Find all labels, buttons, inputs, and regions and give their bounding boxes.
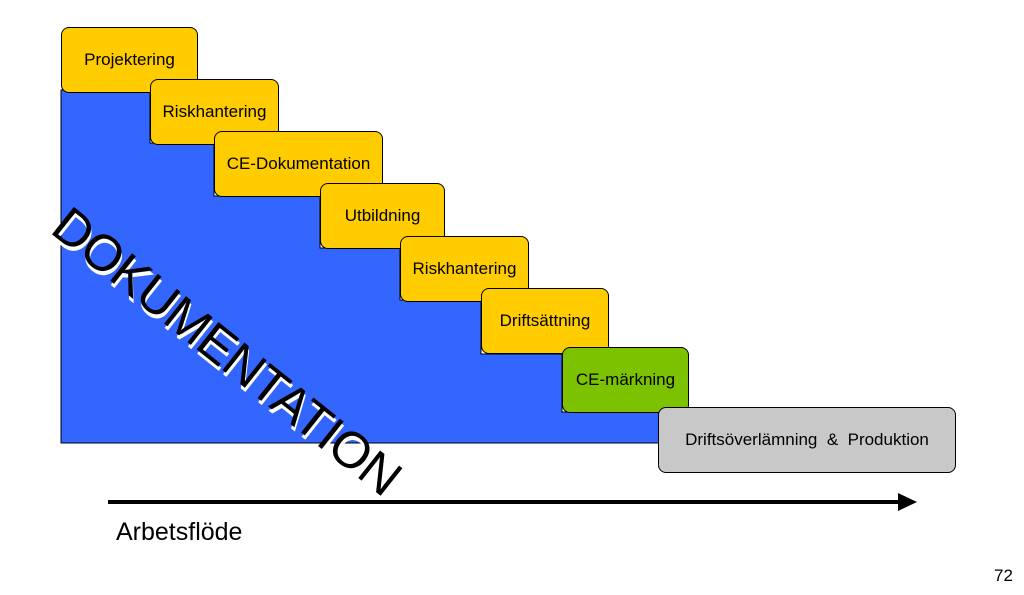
process-step: Projektering: [61, 27, 198, 93]
workflow-arrow-head: [898, 493, 917, 511]
process-step: Driftsöverlämning & Produktion: [658, 407, 956, 473]
workflow-label: Arbetsflöde: [116, 518, 243, 546]
process-step: CE-Dokumentation: [214, 131, 383, 197]
process-step: CE-märkning: [562, 347, 689, 413]
process-step: Driftsättning: [481, 288, 609, 354]
page-number: 72: [994, 566, 1013, 585]
